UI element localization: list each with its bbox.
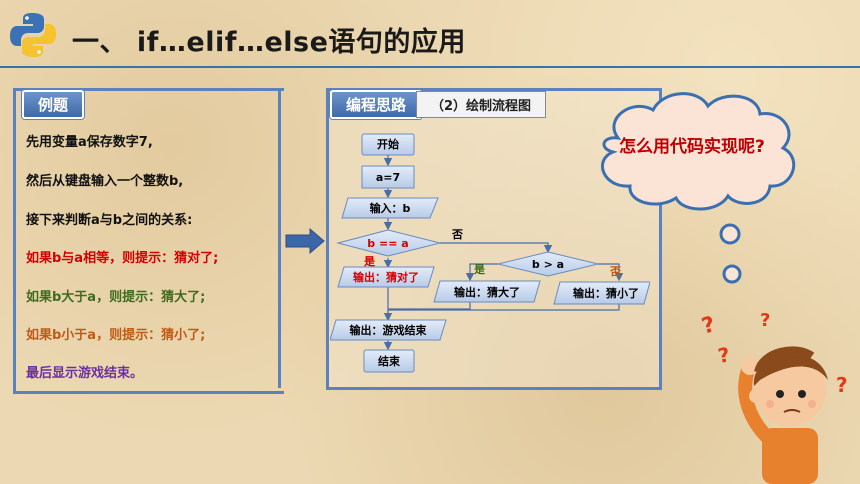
thought-bubble-small-icon	[722, 264, 742, 284]
flow-start-label: 开始	[377, 137, 399, 151]
flow-out-small-box	[553, 281, 650, 305]
flow-input-box	[341, 197, 439, 219]
flow-start-box	[361, 133, 415, 156]
svg-text:?: ?	[836, 373, 848, 397]
flow-assign-label: a=7	[376, 171, 400, 184]
example-line-1: 先用变量a保存数字7,	[26, 135, 153, 150]
flow-yes1-label: 是	[363, 255, 376, 268]
flow-cond-equal	[336, 229, 441, 257]
example-tag: 例题	[22, 90, 85, 119]
flow-end-box	[363, 349, 415, 373]
thought-cloud-icon	[601, 92, 796, 245]
example-line-6: 如果b小于a，则提示：猜小了;	[26, 328, 206, 343]
thinking-boy-icon: ? ? ? ?	[700, 310, 848, 484]
example-panel-edge	[278, 88, 281, 388]
flow-out-end-box	[330, 319, 447, 341]
flow-end-label: 结束	[377, 354, 401, 368]
idea-tag: 编程思路	[330, 90, 423, 119]
svg-text:?: ?	[700, 312, 718, 339]
flow-no2-label: 否	[609, 265, 621, 278]
flow-input-label: 输入：b	[370, 201, 411, 215]
example-panel-frame	[13, 88, 284, 394]
flow-cond-greater-label: b > a	[532, 258, 564, 271]
flow-out-equal-box	[337, 266, 435, 288]
example-line-2: 然后从键盘输入一个整数b,	[26, 174, 184, 189]
title-divider	[0, 66, 860, 68]
flow-out-small-label: 输出：猜小了	[573, 286, 639, 300]
python-logo-icon	[10, 13, 56, 57]
flow-out-equal-label: 输出：猜对了	[353, 270, 419, 284]
example-line-5: 如果b大于a，则提示：猜大了;	[26, 290, 206, 305]
flow-out-big-box	[433, 280, 541, 303]
idea-subtitle: （2）绘制流程图	[416, 91, 547, 118]
cloud-question-text: 怎么用代码实现呢?	[619, 137, 765, 157]
flowchart: 开始 a=7 输入：b b == a 否 是 输出：猜对了 b > a 是 否 …	[330, 133, 650, 373]
flow-out-end-label: 输出：游戏结束	[350, 323, 428, 337]
flow-assign-box	[361, 165, 415, 189]
flow-out-big-label: 输出：猜大了	[454, 285, 520, 299]
page-title: 一、 if…elif…else语句的应用	[72, 27, 466, 58]
svg-text:?: ?	[716, 342, 732, 368]
flow-cond-greater	[497, 251, 599, 277]
flow-no1-label: 否	[451, 228, 463, 241]
svg-text:?: ?	[760, 310, 770, 331]
flow-cond-equal-label: b == a	[367, 237, 408, 250]
flow-yes2-label: 是	[473, 263, 486, 276]
arrow-right-icon	[285, 228, 325, 254]
example-line-7: 最后显示游戏结束。	[26, 366, 144, 381]
example-line-4: 如果b与a相等，则提示：猜对了;	[26, 251, 219, 266]
example-line-3: 接下来判断a与b之间的关系:	[26, 213, 193, 228]
